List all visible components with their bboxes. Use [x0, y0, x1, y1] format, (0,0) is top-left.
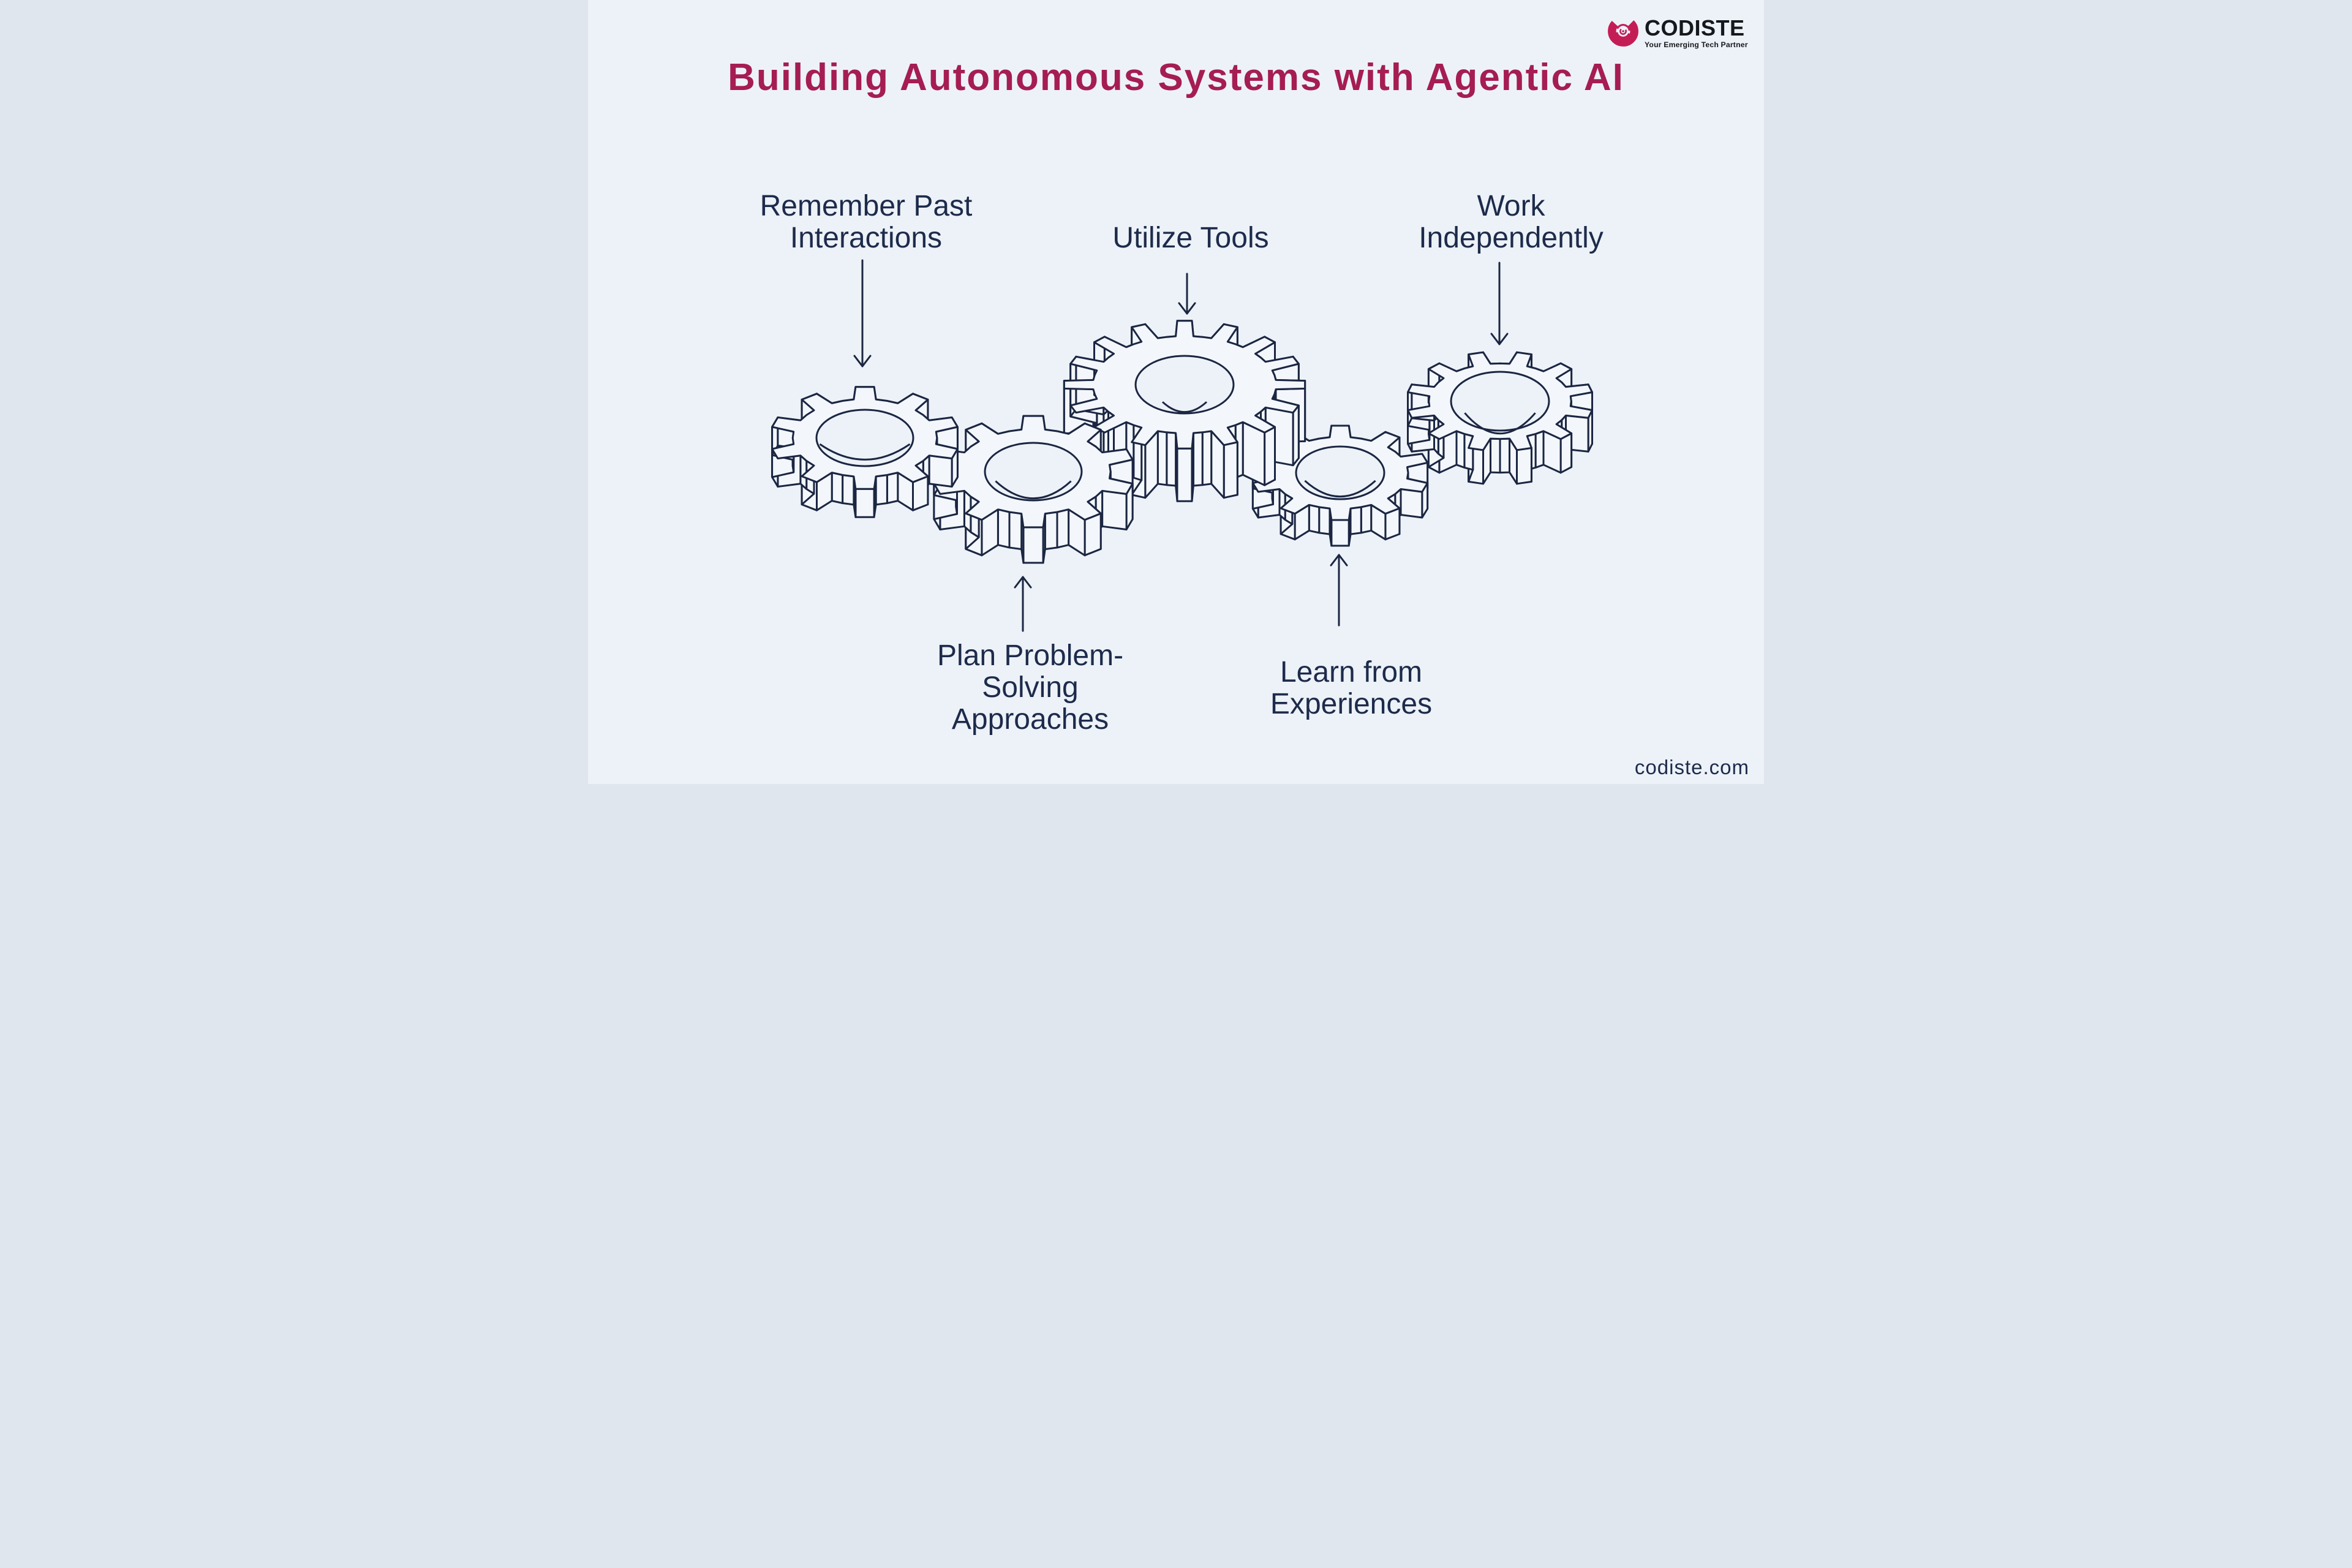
codiste-logo: CODISTE Your Emerging Tech Partner [1607, 15, 1748, 49]
arrow-learn-up-icon [1330, 554, 1348, 627]
page-title: Building Autonomous Systems with Agentic… [588, 58, 1764, 98]
label-line: Learn from [1280, 656, 1423, 688]
label-work-independently: Work Independently [1352, 190, 1670, 254]
label-line: Utilize Tools [1112, 222, 1269, 254]
gear-remember-past-interactions-icon [771, 386, 959, 518]
arrow-utilize-down-icon [1178, 273, 1196, 315]
gear-work-independently-icon [1407, 351, 1593, 485]
label-line: Solving [982, 671, 1079, 704]
page-title-line1: Building Autonomous Systems with [728, 56, 1415, 99]
codiste-logo-text: CODISTE Your Emerging Tech Partner [1645, 15, 1748, 50]
label-line: Plan Problem- [937, 639, 1124, 672]
label-remember-past-interactions: Remember Past Interactions [707, 190, 1025, 254]
label-line: Interactions [790, 222, 943, 254]
infographic-canvas: Building Autonomous Systems with Agentic… [588, 0, 1764, 784]
label-line: Approaches [951, 703, 1109, 736]
label-utilize-tools: Utilize Tools [1031, 222, 1350, 254]
arrow-plan-up-icon [1014, 576, 1032, 632]
website-url: codiste.com [1634, 756, 1749, 778]
brand-tagline: Your Emerging Tech Partner [1645, 40, 1748, 49]
label-plan-problem-solving: Plan Problem- Solving Approaches [871, 640, 1189, 736]
label-learn-from-experiences: Learn from Experiences [1192, 657, 1510, 720]
label-line: Remember Past [760, 190, 973, 222]
gear-plan-problem-solving-icon [933, 415, 1134, 564]
arrow-work-down-icon [1490, 262, 1509, 345]
label-line: Work [1477, 190, 1545, 222]
gears-and-arrows-scene [771, 259, 1593, 632]
page-title-line2: Agentic AI [1425, 56, 1624, 99]
label-line: Independently [1419, 222, 1604, 254]
brand-name: CODISTE [1645, 15, 1745, 40]
codiste-c-icon [1608, 16, 1638, 47]
label-line: Experiences [1270, 688, 1433, 720]
arrow-remember-down-icon [853, 259, 872, 368]
